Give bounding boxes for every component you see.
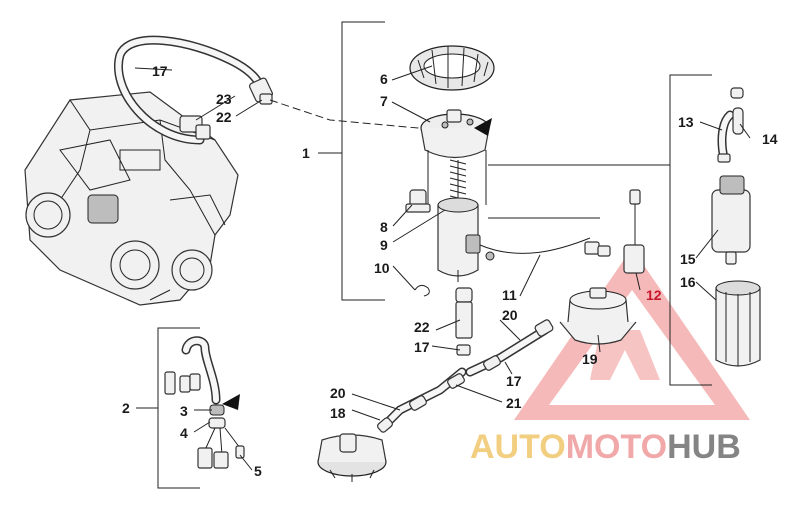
callout-5: 5 (254, 463, 262, 479)
callout-4: 4 (180, 425, 188, 441)
callout-3: 3 (180, 403, 188, 419)
assembly-bracket-2 (157, 327, 200, 489)
callout-14: 14 (762, 131, 778, 147)
callout-16: 16 (680, 274, 696, 290)
hose-fitting-22-top (249, 77, 273, 105)
fitting-8 (405, 189, 431, 213)
fuel-filter-16 (715, 280, 761, 367)
watermark-text: AUTOMOTOHUB (470, 428, 741, 466)
assembly-bracket-1 (341, 21, 385, 301)
pump-canister (437, 197, 481, 282)
fuel-hose-17-top (114, 35, 267, 145)
hose-13 (717, 87, 744, 163)
fuel-pump-15 (711, 175, 751, 265)
callout-22-lower: 22 (414, 319, 430, 335)
callout-22-top: 22 (216, 109, 232, 125)
callout-9: 9 (380, 237, 388, 253)
hose-clamp-23 (179, 115, 211, 140)
callout-20-upper: 20 (502, 307, 518, 323)
watermark-logo: AUTOMOTOHUB (470, 248, 750, 466)
callout-19: 19 (582, 351, 598, 367)
watermark-text-auto: AUTO (470, 428, 566, 466)
wire-harness-2 (164, 336, 245, 469)
callout-6: 6 (380, 71, 388, 87)
connection-dashed-line (269, 99, 441, 131)
callout-17-lower: 17 (506, 373, 522, 389)
assembly-bracket-right (669, 74, 712, 386)
engine-throttle-body (24, 91, 239, 306)
hose-fitting-22-lower (455, 287, 473, 339)
callout-8: 8 (380, 219, 388, 235)
callout-17-top: 17 (152, 63, 168, 79)
watermark-triangle (514, 248, 750, 420)
callout-1: 1 (302, 145, 310, 161)
pressure-regulator-19 (559, 287, 637, 345)
locking-ring-6 (409, 45, 495, 91)
fuel-hose-lower-segment (377, 367, 467, 433)
callout-2: 2 (122, 400, 130, 416)
wire-harness-11 (479, 237, 611, 261)
fuel-base-18 (317, 433, 387, 482)
callout-17-middle: 17 (414, 339, 430, 355)
fuel-hose-upper-segment (465, 319, 554, 377)
callout-labels: 17 23 22 1 6 7 8 9 10 11 12 13 14 15 16 … (122, 63, 778, 479)
connector-12 (623, 189, 645, 274)
callout-10: 10 (374, 260, 390, 276)
callout-20-lower: 20 (330, 385, 346, 401)
direction-arrow-flange (474, 118, 492, 136)
callout-21: 21 (506, 395, 522, 411)
watermark-text-moto: MOTO (566, 428, 667, 466)
leader-lines (134, 65, 751, 471)
callout-7: 7 (380, 93, 388, 109)
callout-13: 13 (678, 114, 694, 130)
callout-15: 15 (680, 251, 696, 267)
callout-11: 11 (502, 287, 517, 303)
callout-23: 23 (216, 91, 232, 107)
direction-arrow-harness (222, 394, 240, 410)
pump-flange-7 (420, 109, 490, 159)
callout-18: 18 (330, 405, 346, 421)
clip-10 (414, 284, 430, 297)
watermark-text-hub: HUB (667, 428, 741, 466)
callout-12: 12 (646, 287, 662, 303)
